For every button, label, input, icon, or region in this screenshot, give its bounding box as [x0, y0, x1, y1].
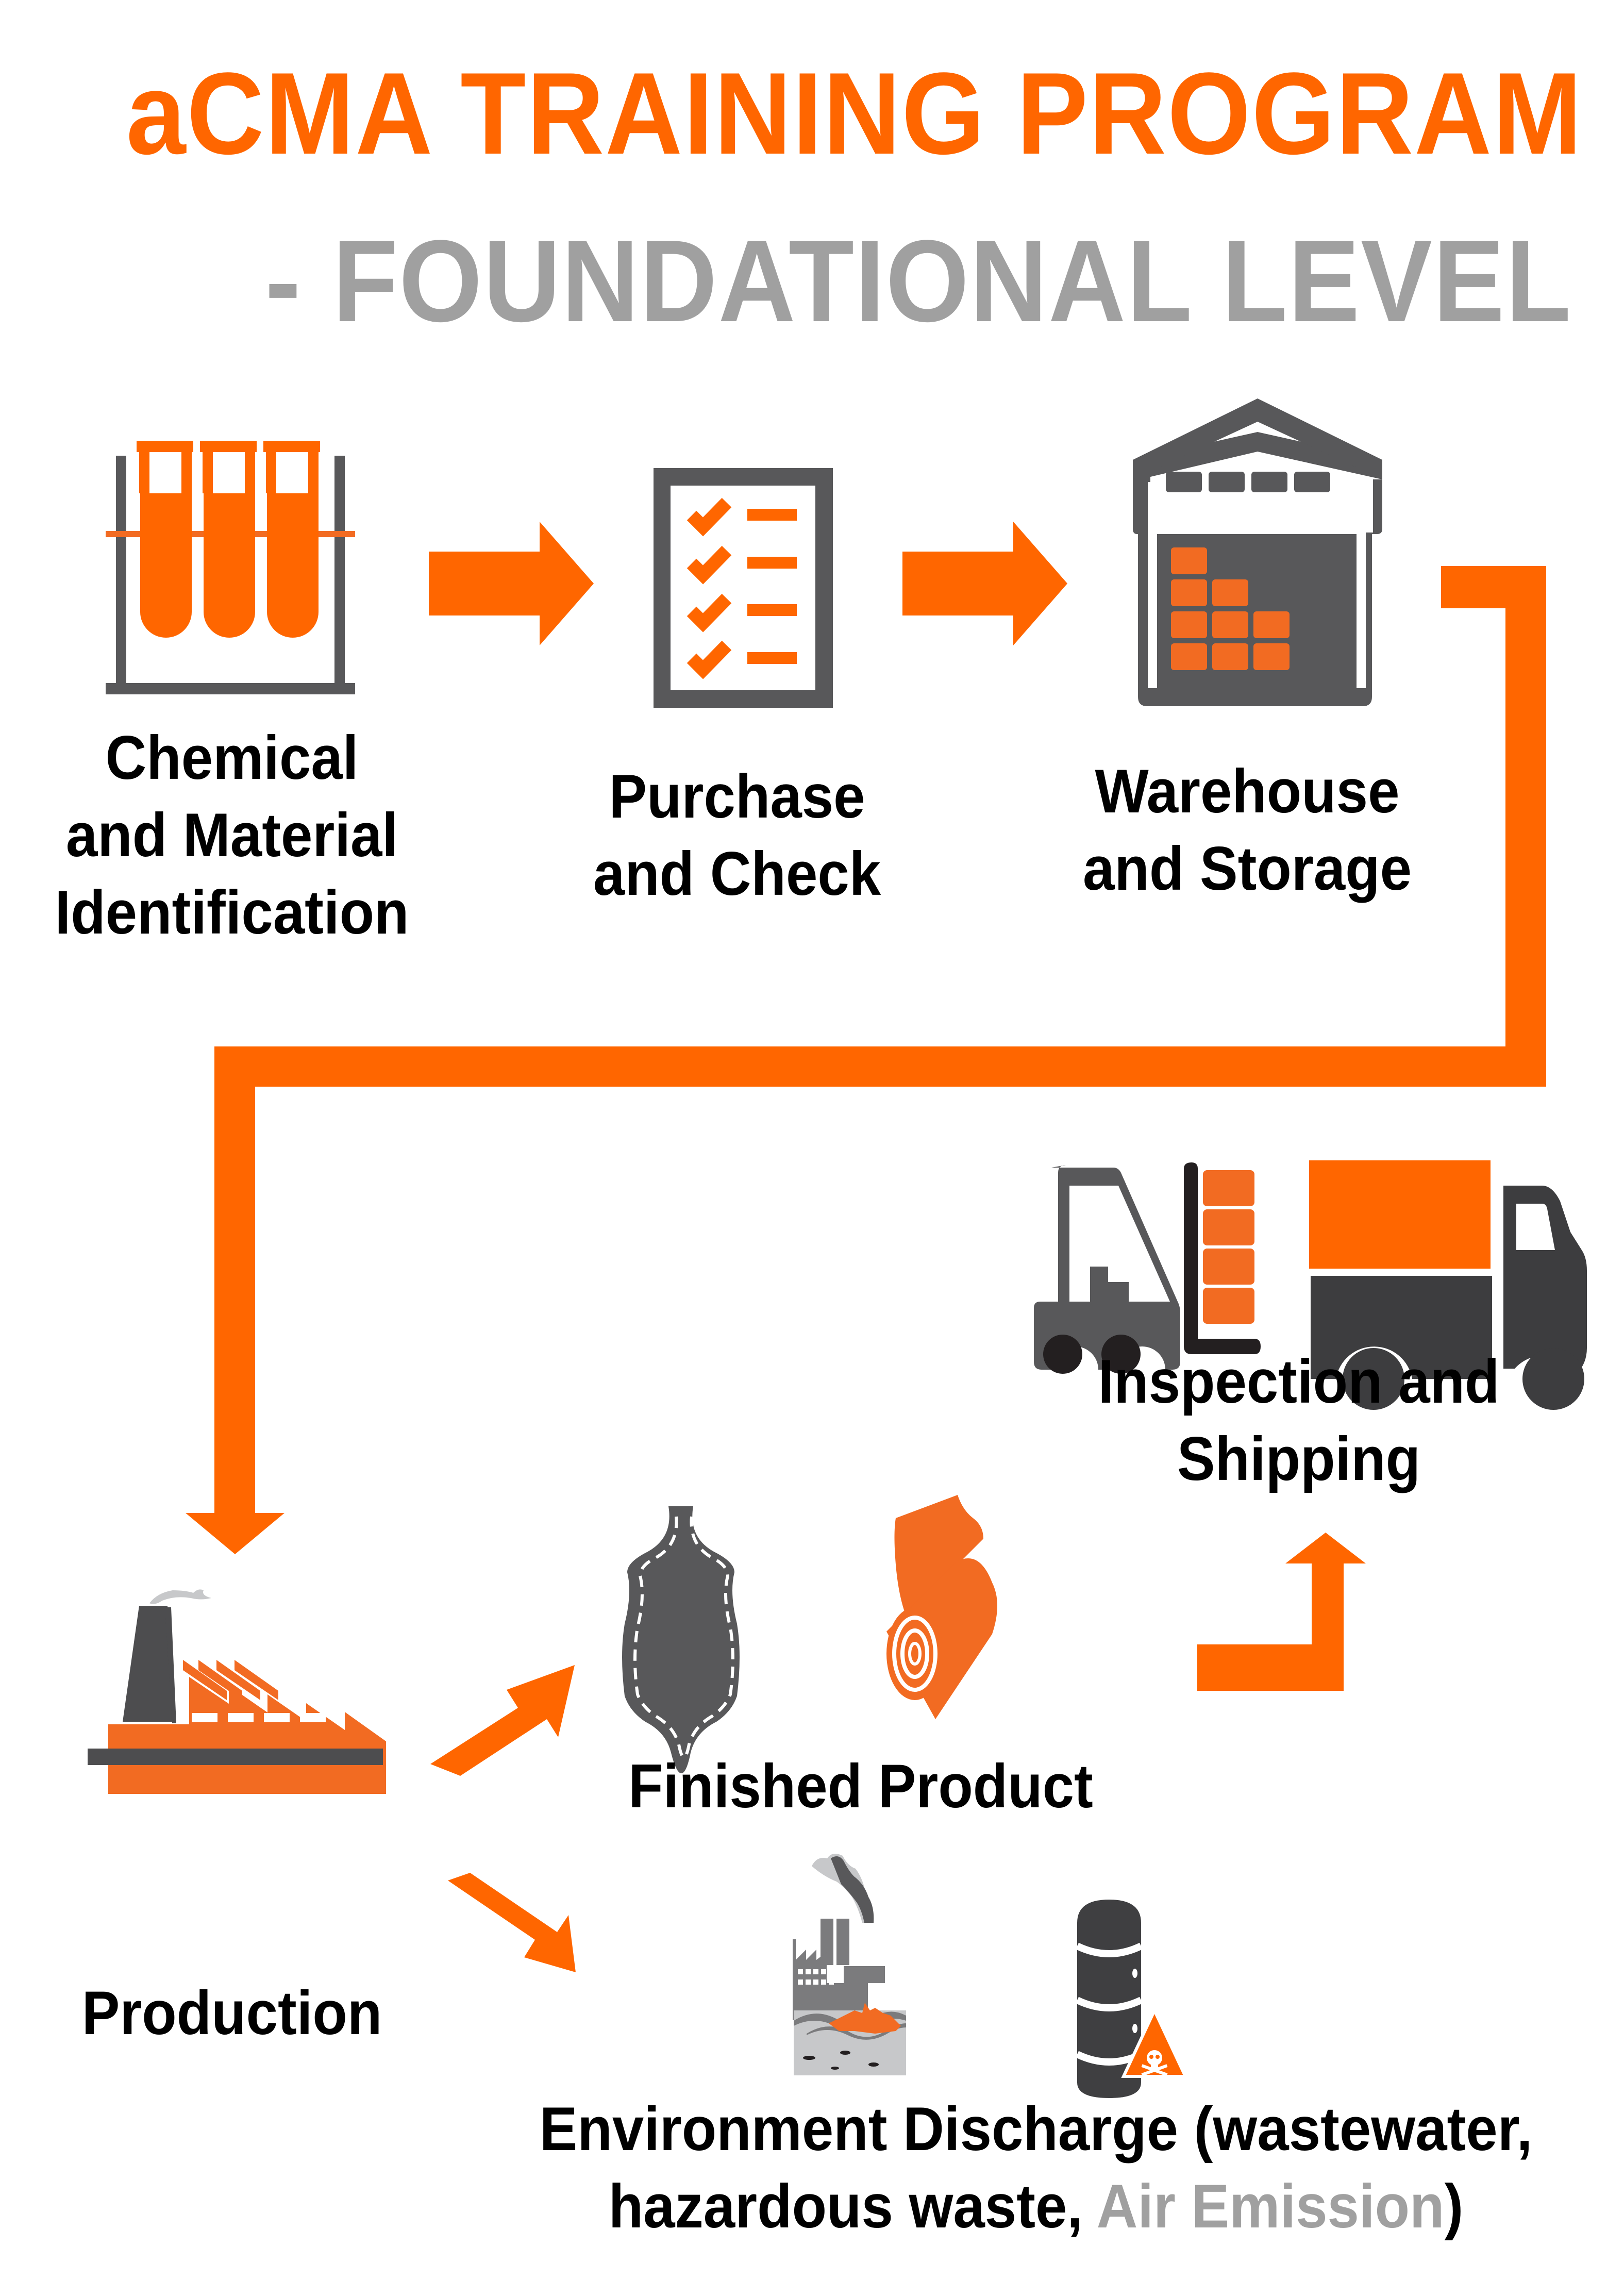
leather-hide-icon — [622, 1506, 740, 1773]
label-line: and Material — [65, 801, 398, 870]
label-line: and Storage — [1083, 834, 1412, 903]
warehouse-icon — [1133, 398, 1382, 706]
delivery-truck-icon — [1309, 1160, 1587, 1410]
hazardous-barrel-icon — [1075, 1900, 1188, 2098]
label-text-close-paren: ) — [1444, 2172, 1464, 2241]
label-finished-product: Finished Product — [600, 1748, 1121, 1825]
title-line-1: aCMA TRAINING PROGRAM — [126, 48, 1583, 178]
elbow-arrow-up — [1197, 1533, 1366, 1691]
label-line-1: Environment Discharge (wastewater, — [539, 2094, 1533, 2164]
label-line: Inspection and — [1098, 1347, 1500, 1416]
label-line: Production — [81, 1978, 382, 2048]
elbow-connector-down — [186, 566, 1546, 1554]
label-purchase-check: Purchase and Check — [533, 758, 941, 912]
label-line: Identification — [55, 878, 409, 947]
label-inspection-shipping: Inspection and Shipping — [1062, 1343, 1536, 1498]
arrow-right-1 — [429, 522, 594, 645]
arrow-right-2 — [902, 522, 1067, 645]
label-line-2: hazardous waste, Air Emission) — [491, 2168, 1581, 2245]
checklist-icon — [654, 468, 833, 708]
label-line: Shipping — [1177, 1424, 1421, 1493]
fabric-roll-icon — [886, 1495, 997, 1719]
arrow-down-right — [448, 1873, 576, 1972]
label-line: Warehouse — [1095, 757, 1400, 826]
label-chemical-identification: Chemical and Material Identification — [19, 719, 445, 951]
label-production: Production — [19, 1974, 445, 2052]
factory-icon — [88, 1589, 386, 1794]
label-environment-discharge: Environment Discharge (wastewater, hazar… — [491, 2090, 1581, 2245]
label-text-air-emission: Air Emission — [1096, 2172, 1445, 2241]
forklift-icon — [1034, 1162, 1261, 1374]
label-line: Finished Product — [628, 1752, 1093, 1821]
test-tubes-icon — [106, 441, 355, 694]
label-line: and Check — [593, 839, 881, 908]
title-line-2: - FOUNDATIONAL LEVEL — [265, 215, 1572, 346]
label-warehouse-storage: Warehouse and Storage — [1043, 753, 1451, 907]
label-line: Purchase — [609, 762, 865, 831]
arrow-up-right — [430, 1665, 575, 1776]
pollution-factory-icon — [793, 1854, 906, 2075]
label-text-hazardous: hazardous waste, — [608, 2172, 1097, 2241]
label-line: Chemical — [105, 723, 359, 792]
